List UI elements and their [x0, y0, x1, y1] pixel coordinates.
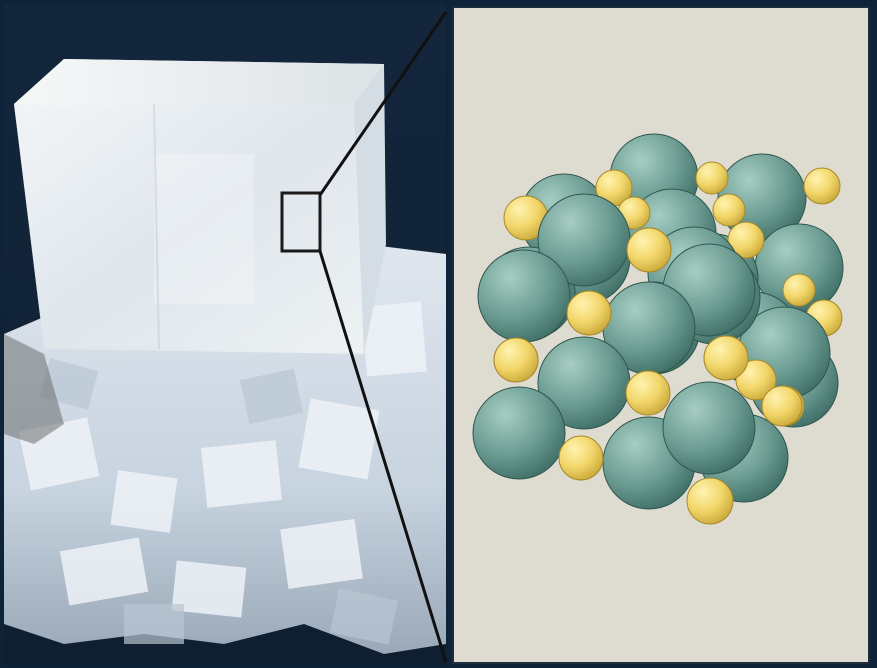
- lattice-model-panel: [452, 6, 870, 664]
- crystal-photo-image: [4, 4, 446, 666]
- crystal-photo: [4, 4, 446, 666]
- ionic-lattice-model: [454, 8, 868, 662]
